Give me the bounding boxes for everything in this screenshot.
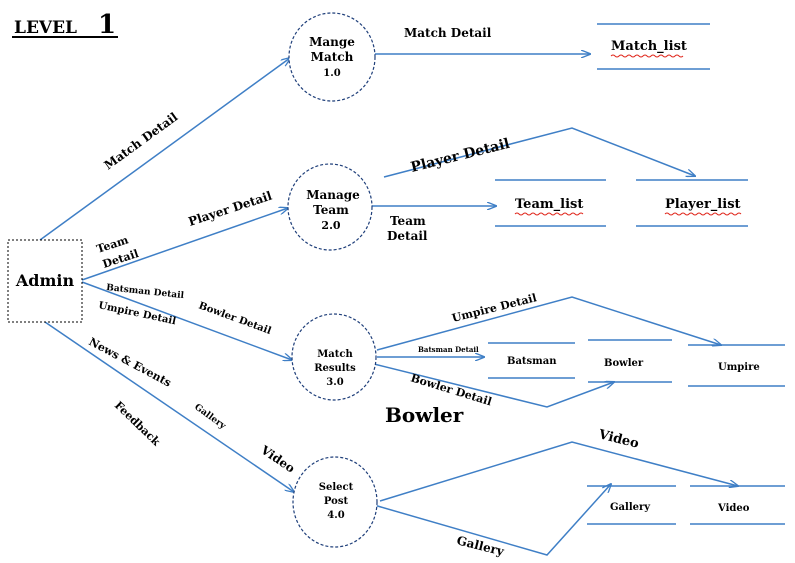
edge-p2-to-player-list — [383, 127, 695, 178]
edge-p3-to-umpire — [376, 296, 721, 351]
store-video: Video — [690, 485, 785, 525]
flow-label-admin-gallery: Gallery — [192, 402, 228, 432]
edge-admin-to-p2 — [81, 208, 288, 281]
flow-label-admin-batsman-detail: Batsman Detail — [106, 283, 185, 301]
flow-label-admin-bowler-detail: Bowler Detail — [197, 300, 273, 337]
process-p1-number: 1.0 — [323, 68, 340, 79]
store-gallery-label: Gallery — [610, 502, 651, 513]
store-batsman-label: Batsman — [507, 356, 557, 367]
store-player-list-label: Player_list — [665, 197, 741, 212]
process-p2-number: 2.0 — [321, 219, 340, 232]
process-p3-line2: Results — [314, 363, 356, 374]
flow-label-p1-match-detail: Match Detail — [404, 26, 492, 40]
flow-label-admin-match-detail: Match Detail — [102, 110, 181, 173]
title-word: LEVEL — [14, 18, 77, 38]
flow-label-admin-feedback: Feedback — [112, 399, 163, 449]
store-player-list: Player_list — [636, 179, 748, 227]
title-number: 1 — [98, 10, 116, 40]
store-match-list: Match_list — [597, 23, 710, 70]
edge-p3-to-bowler — [373, 363, 614, 408]
process-p2-line1: Manage — [306, 188, 360, 202]
flow-label-admin-player-detail: Player Detail — [187, 189, 274, 229]
flow-label-p3-umpire-detail: Umpire Detail — [451, 291, 538, 325]
process-p3-number: 3.0 — [326, 377, 343, 388]
store-batsman: Batsman — [488, 342, 575, 379]
flow-label-admin-news-events: News & Events — [87, 335, 174, 389]
diagram-title: LEVEL 1 — [12, 10, 118, 40]
store-gallery: Gallery — [587, 485, 676, 525]
flow-label-p4-video: Video — [596, 427, 641, 452]
process-p1-line1: Mange — [309, 35, 355, 49]
flow-label-p2-team-line2: Detail — [387, 229, 428, 243]
edge-p4-to-video — [379, 441, 738, 502]
store-match-list-label: Match_list — [611, 39, 687, 54]
store-video-label: Video — [717, 503, 750, 514]
flow-label-p2-player-detail: Player Detail — [409, 136, 511, 176]
data-stores: Match_list Team_list Player_list Batsman… — [488, 23, 785, 525]
annotation-bowler: Bowler — [385, 403, 464, 427]
process-p3-line1: Match — [317, 349, 353, 360]
store-bowler: Bowler — [588, 339, 672, 383]
flow-label-p4-gallery: Gallery — [455, 533, 506, 558]
edge-p4-to-gallery — [373, 484, 611, 556]
process-p4-line2: Post — [324, 496, 349, 507]
process-p4-line1: Select — [319, 482, 354, 493]
process-p1: Mange Match 1.0 — [288, 12, 376, 102]
edge-admin-to-p3 — [81, 281, 292, 360]
flow-label-p2-team-line1: Team — [390, 214, 426, 228]
store-bowler-label: Bowler — [604, 358, 644, 369]
process-p2: Manage Team 2.0 — [287, 163, 373, 251]
flow-label-admin-umpire-detail: Umpire Detail — [97, 300, 177, 327]
entity-admin: Admin — [7, 239, 83, 323]
process-p1-line2: Match — [311, 50, 354, 64]
store-team-list-label: Team_list — [515, 197, 583, 212]
process-p4: Select Post 4.0 — [292, 456, 378, 548]
process-p2-line2: Team — [313, 203, 349, 217]
flow-label-p3-batsman-detail: Batsman Detail — [418, 345, 479, 354]
process-p3: Match Results 3.0 — [291, 313, 377, 401]
store-team-list: Team_list — [495, 179, 606, 227]
entity-admin-label: Admin — [15, 271, 75, 290]
store-umpire: Umpire — [688, 344, 785, 387]
edge-admin-to-p1 — [39, 58, 290, 241]
flow-edges — [39, 54, 738, 556]
store-umpire-label: Umpire — [718, 362, 760, 373]
edge-admin-to-p4 — [44, 321, 294, 492]
process-p4-number: 4.0 — [327, 510, 344, 521]
